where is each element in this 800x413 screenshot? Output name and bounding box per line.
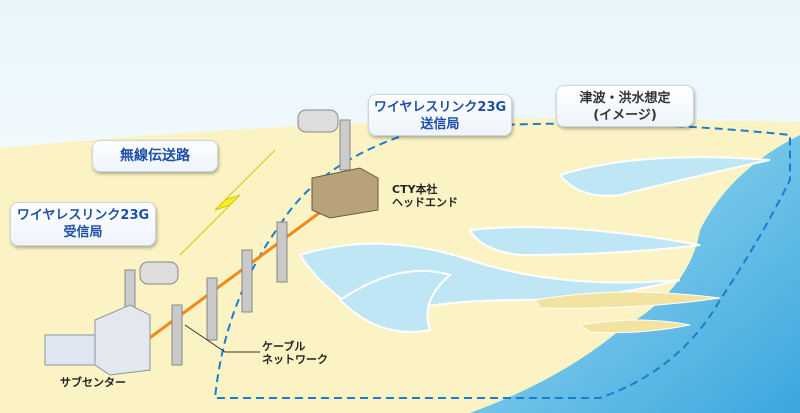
receive-station-label: ワイヤレスリンク23G 受信局 [10, 202, 156, 246]
transmit-station-line2: 送信局 [420, 117, 460, 132]
wireless-path-label: 無線伝送路 [92, 140, 218, 172]
flood-note-line2: (イメージ) [593, 108, 657, 123]
utility-poles [171, 221, 288, 366]
flood-note-callout: 津波・洪水想定 (イメージ) [556, 85, 694, 127]
headend-line2: ヘッドエンド [392, 196, 458, 209]
sandbars [534, 291, 721, 334]
subcenter-building [44, 261, 179, 376]
receive-station-line1: ワイヤレスリンク23G [16, 208, 150, 223]
headend-building [297, 109, 379, 219]
headend-label: CTY本社 ヘッドエンド [392, 183, 458, 209]
cable-network-line2: ネットワーク [262, 353, 328, 366]
cable-pointer [184, 324, 260, 353]
sea [470, 135, 800, 413]
cable-network-label: ケーブル ネットワーク [262, 340, 328, 366]
waterways [298, 156, 771, 333]
headend-line1: CTY本社 [392, 183, 438, 196]
cable-network-line1: ケーブル [262, 340, 306, 353]
sub-center-label: サブセンター [60, 376, 126, 389]
transmit-station-label: ワイヤレスリンク23G 送信局 [368, 94, 512, 136]
transmit-station-line1: ワイヤレスリンク23G [373, 100, 507, 115]
receive-station-line2: 受信局 [63, 225, 103, 240]
lightning-icon [179, 149, 276, 256]
flood-note-line1: 津波・洪水想定 [579, 91, 671, 106]
